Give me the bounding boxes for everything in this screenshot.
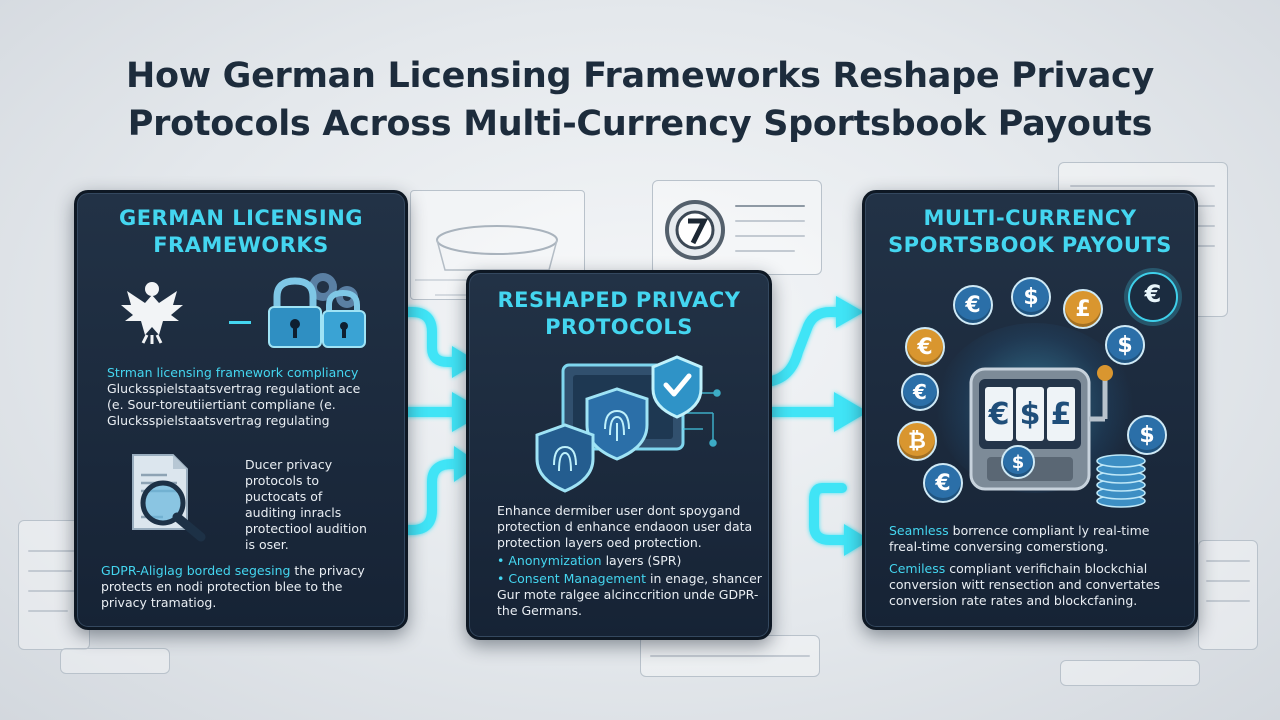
title-line-2: Protocols Across Multi-Currency Sportsbo… [127,104,1153,144]
left-text3-line-2: privacy tramatiog. [101,595,217,610]
document-magnifier-icon [132,454,206,542]
reel-symbol-3: £ [1050,397,1072,432]
right-text2-line-1: conversion witt rensection and convertat… [889,577,1160,592]
right-text1-line-1: freal-time conversing comerstiong. [889,539,1109,554]
right-text2-line-0: Cemiless compliant verifichain blockchia… [889,561,1148,576]
left-text2-line-6: is oser. [245,537,289,552]
panel-left-title: GERMAN LICENSING FRAMEWORKS [118,206,364,257]
center-bullet-2-line-2: the Germans. [497,603,583,618]
slot-machine-icon [969,365,1113,491]
left-text3-line-0: GDPR-Aliglag borded segesing the privacy [101,563,365,578]
euro-emblem [1128,272,1178,322]
currency-coin-icon: € [905,327,945,367]
center-text-line-2: protection d enhance endaoon user data [497,519,753,534]
currency-coin-icon: $ [1011,277,1051,317]
laptop-shield-icon [535,355,721,493]
left-text2-line-5: protectiool audition [245,521,367,536]
center-text-line-3: protection layers oed protection. [497,535,702,550]
left-text2-line-3: puctocats of [245,489,323,504]
left-text1-line-3: Glucksspielstaatsvertrag regulating [107,413,330,428]
right-text1-line-0: Seamless borrence compliant ly real-time [889,523,1150,538]
center-text-line-1: Enhance dermiber user dont spoygand [497,503,741,518]
currency-coin-icon: $ [1127,415,1167,455]
currency-coin-icon: £ [1063,289,1103,329]
currency-coin-icon: ₿ [897,421,937,461]
eagle-icon [121,282,183,344]
padlock-gears-icon [268,273,366,348]
center-bullet-2: • Consent Management in enage, shancer [497,571,762,586]
reel-symbol-2: $ [1019,397,1041,432]
left-text2-line-2: protocols to [245,473,320,488]
reel-symbol-1: € [988,397,1010,432]
currency-coin-icon: $ [1105,325,1145,365]
left-text1-heading: Strman licensing framework compliancy [107,365,359,380]
right-text2-line-2: conversion rate rates and blockcfaning. [889,593,1138,608]
panel-reshaped-privacy: RESHAPED PRIVACY PROTOCOLS Enhance dermi… [466,270,772,640]
panel-center-title: RESHAPED PRIVACY PROTOCOLS [497,288,741,339]
currency-coin-icon: € [901,373,939,411]
left-text1-line-1: Glucksspielstaatsvertrag regulationt ace [107,381,361,396]
currency-coin-icon: € [923,463,963,503]
left-text2-line-4: auditing inracls [245,505,342,520]
dial-icon [665,200,725,260]
arrow-right-bottom [809,483,855,545]
left-text2-line-1: Ducer privacy [245,457,333,472]
currency-coin-icon: € [953,285,993,325]
center-bullet-1: • Anonymization layers (SPR) [497,553,682,568]
arrow-left-bottom [367,459,467,535]
dash-separator [229,321,251,324]
center-bullet-2-line-1: Gur mote ralgee alcinccrition unde GDPR- [497,587,759,602]
coin-stack-icon [1096,454,1146,508]
currency-coin-icon: $ [1001,445,1035,479]
page-title: How German Licensing Frameworks Reshape … [0,52,1280,148]
panel-right-title: MULTI-CURRENCY SPORTSBOOK PAYOUTS [888,206,1172,257]
panel-multi-currency: MULTI-CURRENCY SPORTSBOOK PAYOUTS € $ £ … [862,190,1198,630]
arrow-center-top [757,307,849,387]
panel-german-licensing: GERMAN LICENSING FRAMEWORKS Strman licen… [74,190,408,630]
euro-emblem-symbol: € [1144,280,1162,308]
arrow-left-top [367,307,463,367]
left-text1-line-2: (e. Sour-toreutiiertiant compliane (e. [107,397,336,412]
left-text3-line-1: protects en nodi protection blee to the [101,579,343,594]
title-line-1: How German Licensing Frameworks Reshape … [126,56,1154,96]
